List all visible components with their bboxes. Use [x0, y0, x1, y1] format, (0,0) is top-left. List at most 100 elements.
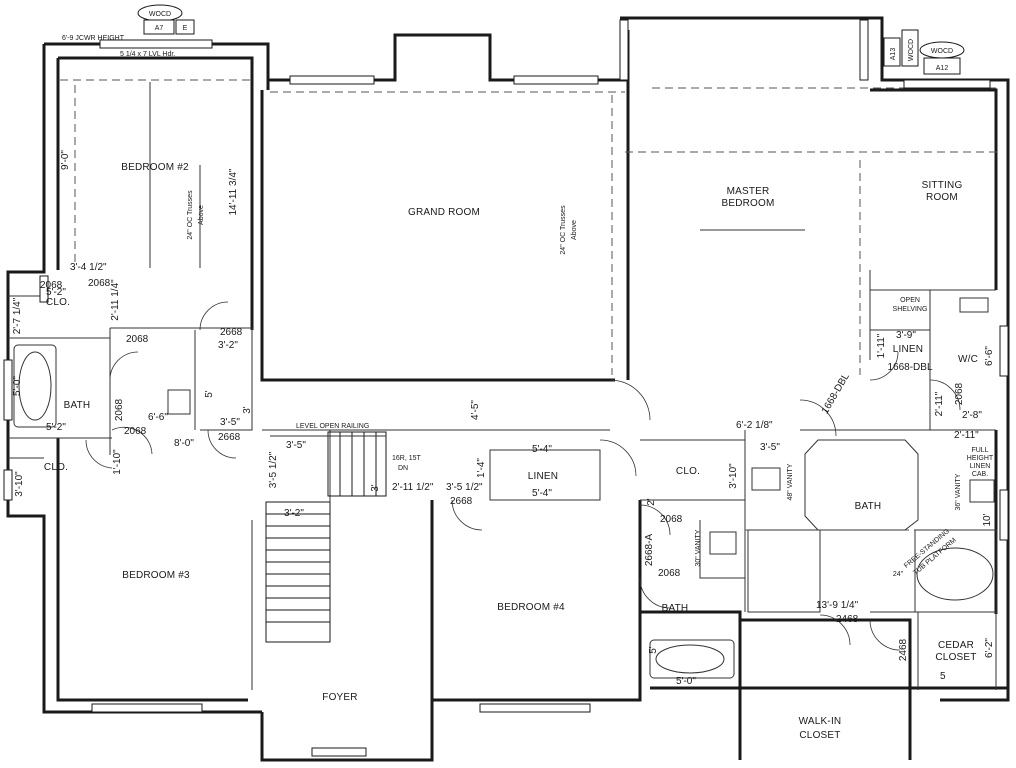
- notes: 24" OC Trusses Above 24" OC Trusses Abov…: [187, 190, 994, 578]
- dim-clo2-b: 1'-10": [112, 449, 123, 475]
- room-grand-room: GRAND ROOM: [408, 207, 480, 218]
- note-trusses-2a: 24" OC Trusses: [560, 205, 567, 255]
- dim-sit-d: 2'-11": [934, 391, 945, 416]
- door-code-11: 2468: [836, 614, 859, 625]
- tub-platform: [914, 529, 998, 613]
- dim-hall-a: 3'-2": [218, 340, 238, 351]
- door-code-0: 2068: [88, 278, 111, 289]
- walls: [6, 16, 1010, 762]
- note-dbl-door-2: 1668-DBL: [887, 362, 932, 373]
- wc-toilet: [959, 297, 989, 313]
- staircase: [265, 431, 387, 643]
- room-bedroom-3: BEDROOM #3: [122, 570, 190, 581]
- dimensions: 14'-11 3/4" 9'-0" 3'-4 1/2" 5'-2" 2'-7 1…: [12, 150, 995, 687]
- door-code-12: 2468: [898, 638, 909, 661]
- room-clo-bottom: CLO.: [44, 462, 68, 473]
- dim-bath-c: 6'-6": [148, 412, 168, 423]
- dim-cedar-a: 6'-2": [984, 638, 995, 658]
- dim-stair-c: 3'-2": [284, 508, 304, 519]
- room-bedroom-2: BEDROOM #2: [121, 162, 189, 173]
- room-master-bedroom-1: MASTER: [727, 186, 770, 197]
- note-level-open-railing: LEVEL OPEN RAILING: [296, 423, 369, 430]
- note-dim-24: 24": [893, 571, 904, 578]
- dim-bath-g: 3': [242, 406, 253, 414]
- room-clo-center: CLO.: [676, 466, 700, 477]
- dim-mb-c: 3'-10": [728, 463, 739, 489]
- dim-bath4-b: 5': [648, 646, 659, 654]
- door-code-7: 2068: [660, 514, 683, 525]
- door-code-5: 2668: [218, 432, 241, 443]
- note-linen-cab-2: HEIGHT: [967, 455, 994, 462]
- dim-bed2-v: 9'-0": [60, 150, 71, 170]
- room-bedroom-4: BEDROOM #4: [497, 602, 565, 613]
- room-sitting-1: SITTING: [922, 180, 963, 191]
- note-linen-cab-1: FULL: [971, 447, 988, 454]
- dim-stair-g: 1'-4": [476, 458, 487, 478]
- dim-mbath-a: 13'-9 1/4": [816, 600, 859, 611]
- room-bath-master: BATH: [855, 501, 882, 512]
- left-bathtub: [13, 344, 57, 428]
- door-code-3: 2068: [124, 426, 147, 437]
- note-dbl-door-1: 1668-DBL: [820, 371, 852, 416]
- door-code-1: 2068: [126, 334, 149, 345]
- dim-cedar-b: 5: [940, 671, 946, 682]
- left-tub-basin: [18, 351, 52, 421]
- tag-right-top: WOCD: [931, 48, 953, 55]
- dim-mb-b: 3'-5": [760, 442, 780, 453]
- dim-stair-f: 4'-5": [470, 400, 481, 420]
- note-stairs-1: 16R, 15T: [392, 455, 422, 462]
- door-code-13: 2068: [40, 280, 63, 291]
- door-code-9: 2668-A: [644, 534, 655, 567]
- note-open-shelving-2: SHELVING: [893, 306, 928, 313]
- room-foyer: FOYER: [322, 692, 357, 703]
- door-code-4: 2668: [220, 327, 243, 338]
- dim-sit-b: 1'-11": [876, 333, 887, 358]
- dim-stair-b: 3'-5 1/2": [268, 451, 279, 488]
- tag-right-side-top: A13: [890, 48, 897, 61]
- dim-stair-h: 3': [370, 484, 381, 492]
- note-trusses-2b: Above: [571, 220, 578, 240]
- vanity-sink-1: [751, 467, 781, 491]
- tag-left-letter: E: [183, 25, 188, 32]
- dim-bath-b: 5'-2": [46, 422, 66, 433]
- dim-clo-b: 5'-2": [46, 287, 66, 298]
- room-linen-right: LINEN: [893, 344, 923, 355]
- note-trusses-1a: 24" OC Trusses: [187, 190, 194, 240]
- vanity-sink-3: [709, 531, 737, 555]
- note-linen-cab-3: LINEN: [970, 463, 991, 470]
- room-cedar-2: CLOSET: [935, 652, 976, 663]
- note-linen-cab-4: CAB.: [972, 471, 988, 478]
- note-vanity-48: 48" VANITY: [787, 463, 794, 500]
- door-code-8: 2068: [658, 568, 681, 579]
- note-vanity-30: 30" VANITY: [695, 529, 702, 566]
- dim-clo-d: 2'-11 1/4": [110, 279, 121, 321]
- vanity-sink-2: [969, 479, 995, 503]
- dim-stair-d: 2'-11 1/2": [392, 482, 434, 493]
- left-toilet-tank: [167, 389, 191, 415]
- header-note-small: 5 1/4 x 7 LVL Hdr.: [120, 51, 175, 58]
- dim-center-a: 2': [646, 498, 657, 506]
- fixtures: [13, 297, 998, 679]
- tag-left-top: WOCD: [149, 11, 171, 18]
- room-bath-left: BATH: [64, 400, 91, 411]
- door-codes: 2068 2068 2068 2068 2668 2668 2668 2068 …: [40, 278, 965, 661]
- dim-bath-d: 8'-0": [174, 438, 194, 449]
- room-wc: W/C: [958, 354, 978, 365]
- dim-stair-a: 3'-5": [286, 440, 306, 451]
- dim-linen-a: 5'-4": [532, 444, 552, 455]
- dim-bath-e: 5': [204, 390, 215, 398]
- door-code-2: 2068: [114, 398, 125, 421]
- room-walk-in-1: WALK-IN: [799, 716, 842, 727]
- room-cedar-1: CEDAR: [938, 640, 974, 651]
- dim-clo-a: 3'-4 1/2": [70, 262, 107, 273]
- dim-bath-f: 3'-5": [220, 417, 240, 428]
- dim-stair-e: 3'-5 1/2": [446, 482, 483, 493]
- master-bath-vanity: [804, 439, 919, 531]
- room-master-bedroom-2: BEDROOM: [721, 198, 774, 209]
- door-code-10: 2068: [954, 382, 965, 405]
- dim-sit-a: 3'-9": [896, 330, 916, 341]
- windows: [3, 19, 1009, 757]
- dim-bath4-a: 5'-0": [676, 676, 696, 687]
- door-swings: [85, 301, 961, 651]
